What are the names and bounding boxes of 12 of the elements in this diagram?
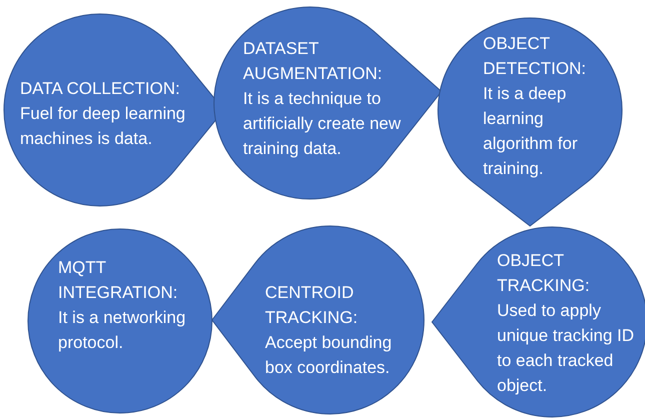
step-description: It is a networking protocol.: [58, 307, 187, 354]
step-heading: MQTT INTEGRATION:: [58, 257, 179, 304]
step-description: It is a technique to artificially create new training data.: [243, 88, 402, 160]
step-heading: OBJECT DETECTION:: [483, 33, 587, 80]
step-description: It is a deep learning algorithm for training.: [483, 83, 578, 180]
step-heading: DATASET AUGMENTATION:: [243, 38, 384, 85]
step-heading: CENTROID TRACKING:: [265, 282, 359, 329]
step-description: Accept bounding box coordinates.: [265, 332, 393, 379]
step-heading: OBJECT TRACKING:: [497, 250, 591, 297]
step-description: Used to apply unique tracking ID to each tracked object.: [497, 300, 636, 397]
step-description: Fuel for deep learning machines is data.: [20, 103, 186, 150]
step-heading: DATA COLLECTION:: [20, 78, 181, 100]
